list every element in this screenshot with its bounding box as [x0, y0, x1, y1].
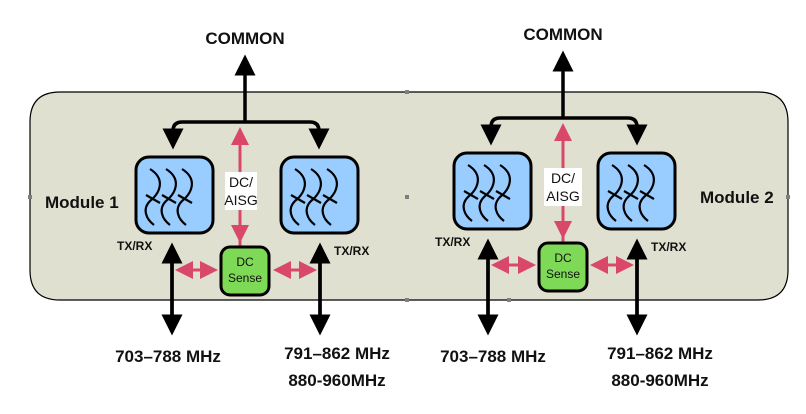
dc-aisg-label-line2: AISG: [546, 188, 579, 204]
bandpass-filter-icon: [279, 155, 360, 235]
dc-aisg-label-bg: [225, 172, 257, 210]
dc-sense-label-line1: DC: [236, 255, 254, 269]
freq-label-left: 703–788 MHz: [115, 347, 221, 366]
txrx-label-right: TX/RX: [651, 240, 686, 254]
common-label: COMMON: [523, 25, 602, 44]
bandpass-filter-icon: [596, 151, 677, 231]
freq-label-right-line2: 880-960MHz: [288, 371, 385, 390]
module-2: COMMON DC/ AISG Module 2 TX/RX TX/RX DC …: [435, 25, 774, 390]
module-1: COMMON DC/ AISG Module 1 TX/RX TX/RX DC …: [45, 29, 390, 390]
branch-arrow-right: [563, 116, 648, 146]
freq-label-right-line1: 791–862 MHz: [284, 344, 390, 363]
branch-arrow-left: [480, 116, 563, 146]
dc-sense-label-line2: Sense: [546, 267, 580, 281]
freq-label-right-line2: 880-960MHz: [611, 371, 708, 390]
bandpass-filter-icon: [452, 151, 533, 231]
dc-aisg-label-line2: AISG: [224, 192, 257, 208]
module-label: Module 1: [45, 193, 119, 212]
dc-aisg-label-bg: [544, 168, 582, 206]
branch-arrow-left: [162, 120, 245, 150]
dc-sense-label-line1: DC: [554, 251, 572, 265]
dc-aisg-label-line1: DC/: [551, 170, 575, 186]
branch-arrow-right: [245, 120, 330, 150]
freq-label-right-line1: 791–862 MHz: [607, 344, 713, 363]
module-label: Module 2: [700, 188, 774, 207]
dc-aisg-label-line1: DC/: [229, 174, 253, 190]
bandpass-filter-icon: [134, 155, 215, 235]
dc-sense-label-line2: Sense: [228, 271, 262, 285]
dc-sense-box: [219, 245, 271, 297]
txrx-label-left: TX/RX: [435, 235, 470, 249]
common-label: COMMON: [205, 29, 284, 48]
txrx-label-right: TX/RX: [334, 244, 369, 258]
txrx-label-left: TX/RX: [117, 239, 152, 253]
dc-sense-box: [537, 241, 589, 293]
freq-label-left: 703–788 MHz: [440, 347, 546, 366]
selection-handles[interactable]: [28, 90, 790, 302]
